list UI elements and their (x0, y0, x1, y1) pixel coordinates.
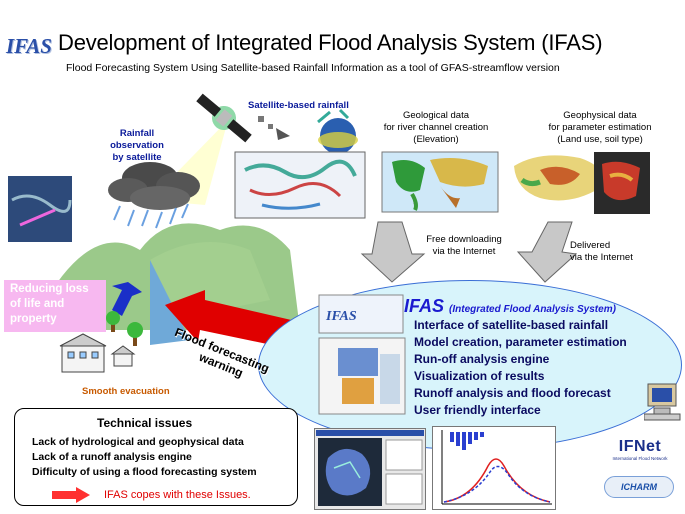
label-line: via the Internet (570, 252, 633, 263)
copes-statement: IFAS copes with these Issues. (104, 489, 251, 501)
page-subtitle: Flood Forecasting System Using Satellite… (66, 62, 560, 74)
label-delivered: Delivered via the Internet (570, 240, 633, 264)
label-line: by satellite (112, 152, 162, 163)
technical-issue-item: Lack of a runoff analysis engine (32, 451, 192, 463)
label-line: of life and (10, 298, 65, 310)
hydrograph-screenshot (432, 426, 556, 510)
label-line: for river channel creation (383, 122, 489, 133)
svg-text:IFAS: IFAS (325, 309, 357, 324)
rain-cloud-icon (108, 162, 200, 229)
ifas-software-screenshots: IFAS (318, 294, 406, 415)
ifas-feature: Runoff analysis and flood forecast (414, 386, 611, 400)
label-line: Free downloading (426, 234, 502, 245)
ifnet-logo: IFNet International Flood Network (600, 438, 680, 461)
technical-issue-item: Lack of hydrological and geophysical dat… (32, 436, 244, 448)
geological-map (381, 151, 499, 213)
ifas-feature: Run-off analysis engine (414, 352, 550, 366)
ifnet-caption: International Flood Network (612, 456, 668, 461)
ifas-full-name: (Integrated Flood Analysis System) (449, 304, 616, 315)
ifas-feature: Model creation, parameter estimation (414, 335, 627, 349)
red-arrow-icon (52, 487, 90, 503)
ifas-feature: User friendly interface (414, 403, 541, 417)
rainfall-world-map (234, 151, 366, 219)
page-title: Development of Integrated Flood Analysis… (58, 30, 603, 55)
satellite-screenshot (8, 176, 72, 242)
label-rainfall-observation: Rainfall observation by satellite (92, 128, 182, 164)
label-line: Geological data (402, 110, 470, 121)
reducing-loss-box: Reducing loss of life and property (4, 280, 106, 332)
ifas-logo: IFAS (6, 34, 52, 58)
label-geophysical: Geophysical data for parameter estimatio… (530, 110, 670, 146)
label-satellite-rainfall: Satellite-based rainfall (248, 100, 349, 111)
icharm-logo: ICHARM (604, 476, 674, 498)
tree-icon (106, 311, 143, 346)
label-line: Geophysical data (563, 110, 637, 121)
label-line: via the Internet (432, 246, 496, 257)
technical-issues-box (14, 408, 298, 506)
basin-map-screenshot (314, 428, 426, 510)
ifnet-logo-text: IFNet (618, 438, 662, 455)
signal-icon (258, 116, 290, 140)
technical-issues-title: Technical issues (97, 416, 193, 430)
ifas-name: IFAS (404, 296, 445, 316)
ifas-feature: Interface of satellite-based rainfall (414, 318, 609, 332)
ifas-feature: Visualization of results (414, 369, 545, 383)
label-line: property (10, 313, 57, 325)
geophysical-map (514, 152, 650, 214)
download-arrow-icon (360, 221, 426, 283)
label-line: Rainfall observation (110, 128, 164, 151)
label-line: (Land use, soil type) (557, 134, 643, 145)
label-line: for parameter estimation (548, 122, 652, 133)
label-line: Delivered (570, 240, 611, 251)
label-line: (Elevation) (413, 134, 459, 145)
label-smooth-evacuation: Smooth evacuation (82, 386, 170, 397)
icharm-logo-text: ICHARM (621, 482, 657, 492)
ifas-heading: IFAS (Integrated Flood Analysis System) (404, 296, 616, 317)
rainfall-globe-image (317, 108, 358, 154)
warning-arrow (165, 290, 300, 350)
label-geological: Geological data for river channel creati… (366, 110, 506, 146)
house-icon (59, 333, 136, 373)
label-free-download: Free downloading via the Internet (412, 234, 516, 258)
satellite-icon (196, 93, 252, 143)
delivered-arrow-icon (516, 221, 578, 283)
label-line: Reducing loss (10, 283, 89, 295)
down-arrow-icon (112, 282, 142, 316)
technical-issue-item: Difficulty of using a flood forecasting … (32, 466, 257, 478)
computer-icon (644, 383, 681, 421)
